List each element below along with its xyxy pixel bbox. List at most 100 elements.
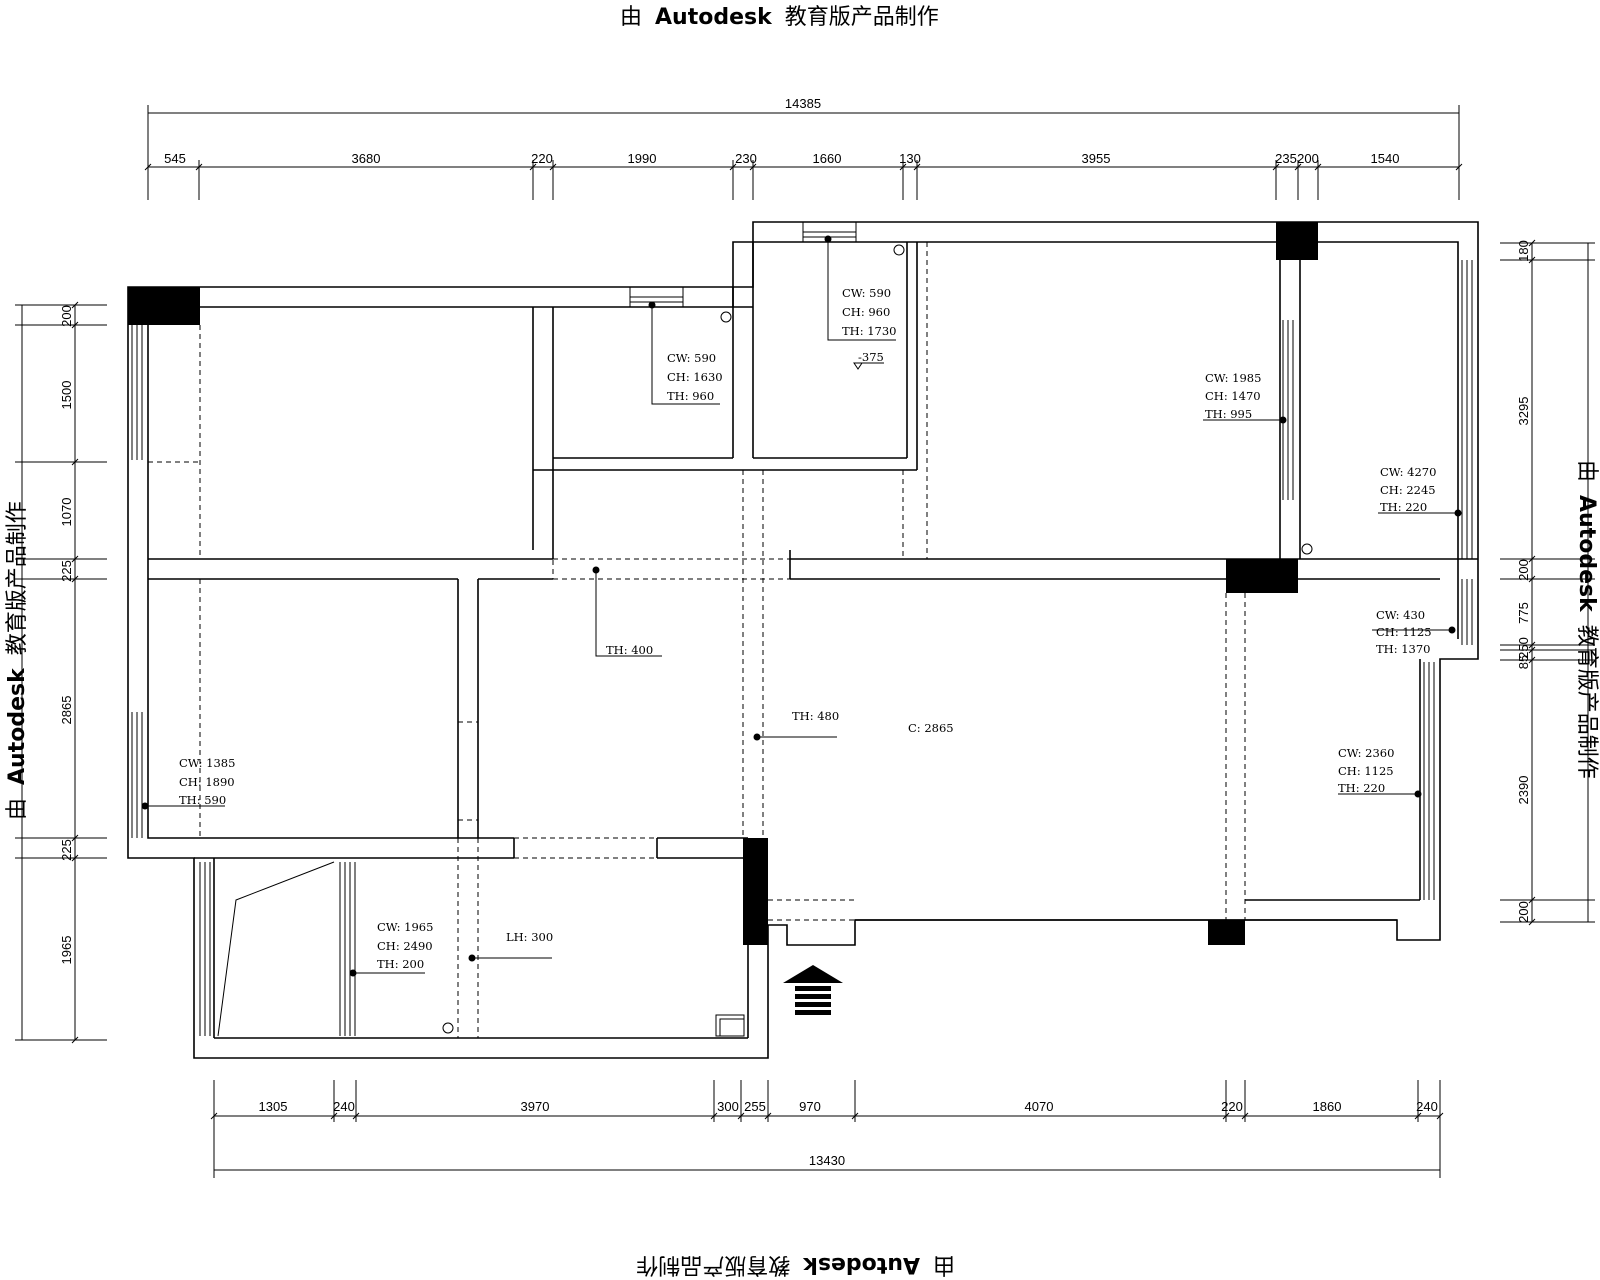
- watermark-left: 由 Autodesk 教育版产品制作: [5, 501, 30, 820]
- note-w1-th: TH: 960: [667, 389, 714, 403]
- top-dim-3: 220: [531, 151, 553, 166]
- top-total-dim: 14385: [785, 96, 821, 111]
- dimension-tick: [913, 163, 921, 171]
- note-w8-cw: CW: 1965: [377, 920, 433, 934]
- note-w8-ch: CH: 2490: [377, 939, 433, 953]
- bottom-dim-3: 3970: [521, 1099, 550, 1114]
- bottom-dim-5: 255: [744, 1099, 766, 1114]
- dimension-tick: [71, 321, 79, 329]
- top-dim-9: 235: [1275, 151, 1297, 166]
- watermark-right: 由 Autodesk 教育版产品制作: [1574, 460, 1599, 779]
- dimension-tick: [330, 1112, 338, 1120]
- note-w4-ch: CH: 2245: [1380, 483, 1436, 497]
- dimension-tick: [1528, 641, 1536, 649]
- right-dim-5: 250: [1516, 637, 1531, 659]
- dimension-tick: [1528, 256, 1536, 264]
- note-w5-ch: CH: 1125: [1376, 625, 1432, 639]
- note-w1-ch: CH: 1630: [667, 370, 723, 384]
- bottom-dimension-lines: [210, 1080, 1444, 1178]
- dimension-tick: [1222, 1112, 1230, 1120]
- walls: [127, 221, 1479, 1059]
- bottom-dim-9: 1860: [1313, 1099, 1342, 1114]
- dimension-tick: [749, 163, 757, 171]
- bottom-dim-10: 240: [1416, 1099, 1438, 1114]
- dimension-tick: [1241, 1112, 1249, 1120]
- bottom-dim-8: 220: [1221, 1099, 1243, 1114]
- note-w6-cw: CW: 1385: [179, 756, 235, 770]
- bottom-dim-2: 240: [333, 1099, 355, 1114]
- dimension-tick: [71, 458, 79, 466]
- note-w3-ch: CH: 1470: [1205, 389, 1261, 403]
- note-w2-cw: CW: 590: [842, 286, 891, 300]
- watermark-top-suffix: 教育版产品制作: [785, 5, 939, 30]
- right-dim-2: 3295: [1516, 397, 1531, 426]
- dimension-tick: [71, 301, 79, 309]
- note-w8: CW: 1965 CH: 2490 TH: 200: [377, 920, 433, 971]
- bottom-dim-7: 4070: [1025, 1099, 1054, 1114]
- watermark-bottom: 由 Autodesk 教育版产品制作: [636, 1252, 955, 1277]
- dimension-tick: [71, 575, 79, 583]
- bottom-dim-1: 1305: [259, 1099, 288, 1114]
- svg-text:由 Autodesk 教育版产品制作: 由 Autodesk 教育版产品制作: [636, 1252, 955, 1277]
- watermark-bottom-suffix: 教育版产品制作: [636, 1252, 790, 1277]
- right-dim-4: 775: [1516, 602, 1531, 624]
- dimension-tick: [352, 1112, 360, 1120]
- dimension-tick: [195, 163, 203, 171]
- note-w2-ch: CH: 960: [842, 305, 890, 319]
- top-dim-8: 3955: [1082, 151, 1111, 166]
- note-w6-ch: CH: 1890: [179, 775, 235, 789]
- windows: [131, 221, 1473, 1037]
- note-level: -375: [858, 350, 884, 364]
- watermark-top-latin: Autodesk: [655, 5, 773, 30]
- note-lh300: LH: 300: [506, 930, 553, 944]
- right-dim-6: 85: [1516, 655, 1531, 669]
- left-dim-7: 1965: [59, 936, 74, 965]
- dimension-tick: [1528, 918, 1536, 926]
- watermark-left-suffix: 教育版产品制作: [5, 501, 30, 655]
- top-dim-6: 1660: [813, 151, 842, 166]
- svg-text:由 Autodesk 教育版产品制作: 由 Autodesk 教育版产品制作: [620, 5, 939, 30]
- note-th480: TH: 480: [792, 709, 839, 723]
- note-w5: CW: 430 CH: 1125 TH: 1370: [1376, 608, 1432, 656]
- dimension-tick: [899, 163, 907, 171]
- top-dimension-lines: [144, 105, 1463, 200]
- watermark-bottom-latin: Autodesk: [802, 1252, 920, 1277]
- dimension-tick: [529, 163, 537, 171]
- left-dim-5: 2865: [59, 696, 74, 725]
- dimension-tick: [1314, 163, 1322, 171]
- bottom-dim-6: 970: [799, 1099, 821, 1114]
- watermark-right-latin: Autodesk: [1574, 495, 1599, 613]
- note-w8-th: TH: 200: [377, 957, 424, 971]
- note-w7-th: TH: 220: [1338, 781, 1385, 795]
- svg-text:由 Autodesk 教育版产品制作: 由 Autodesk 教育版产品制作: [5, 501, 30, 820]
- note-ceiling: C: 2865: [908, 721, 954, 735]
- left-dim-1: 200: [59, 305, 74, 327]
- dimension-tick: [1436, 1112, 1444, 1120]
- dimension-tick: [1528, 555, 1536, 563]
- right-dim-8: 200: [1516, 901, 1531, 923]
- note-w3-th: TH: 995: [1205, 407, 1252, 421]
- top-dim-7: 130: [899, 151, 921, 166]
- dimension-tick: [710, 1112, 718, 1120]
- top-dim-1: 545: [164, 151, 186, 166]
- dimension-tick: [71, 834, 79, 842]
- dimension-tick: [210, 1112, 218, 1120]
- note-w4: CW: 4270 CH: 2245 TH: 220: [1380, 465, 1436, 514]
- top-dim-2: 3680: [352, 151, 381, 166]
- top-dim-4: 1990: [628, 151, 657, 166]
- note-w1: CW: 590 CH: 1630 TH: 960: [667, 351, 723, 403]
- structural-columns: [128, 222, 1318, 945]
- bottom-dim-4: 300: [717, 1099, 739, 1114]
- top-dim-10: 200: [1297, 151, 1319, 166]
- left-dim-3: 1070: [59, 498, 74, 527]
- watermark-top-prefix: 由: [620, 5, 642, 30]
- dimension-tick: [1528, 239, 1536, 247]
- dimension-tick: [1414, 1112, 1422, 1120]
- entrance-arrow-icon: [783, 965, 843, 1015]
- watermark-top: 由 Autodesk 教育版产品制作: [620, 5, 939, 30]
- dimension-tick: [549, 163, 557, 171]
- dimension-tick: [1455, 163, 1463, 171]
- note-w6-th: TH: 590: [179, 793, 226, 807]
- left-dim-2: 1500: [59, 381, 74, 410]
